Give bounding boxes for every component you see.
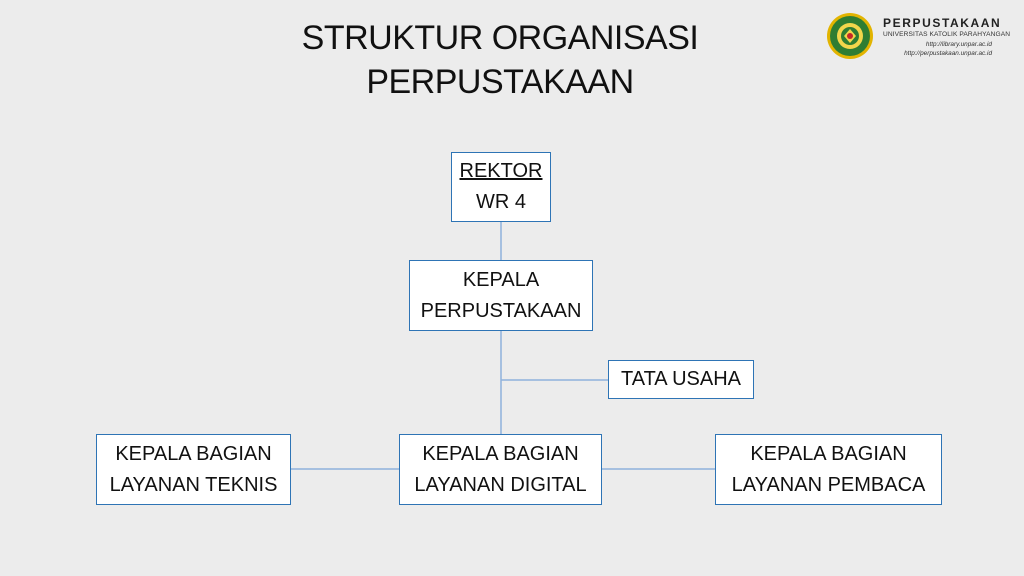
title-line-2: PERPUSTAKAAN [366, 63, 634, 101]
logo-subtitle: UNIVERSITAS KATOLIK PARAHYANGAN [883, 31, 1011, 38]
node-kepala-line1: KEPALA [462, 268, 540, 291]
university-seal-icon [827, 13, 873, 59]
library-logo: PERPUSTAKAAN UNIVERSITAS KATOLIK PARAHYA… [824, 10, 1020, 66]
page-title: STRUKTUR ORGANISASI PERPUSTAKAAN [250, 16, 750, 104]
node-digital-line1: KEPALA BAGIAN [422, 442, 579, 465]
logo-url-library: http://library.unpar.ac.id [925, 41, 992, 48]
node-layanan-digital: KEPALA BAGIAN LAYANAN DIGITAL [399, 434, 602, 505]
node-rektor-subtitle: WR 4 [476, 191, 526, 213]
logo-url-perpustakaan: http://perpustakaan.unpar.ac.id [904, 50, 992, 57]
node-kepala-line2: PERPUSTAKAAN [420, 299, 582, 322]
node-pembaca-line2: LAYANAN PEMBACA [731, 473, 926, 496]
node-layanan-teknis: KEPALA BAGIAN LAYANAN TEKNIS [96, 434, 291, 505]
logo-brand-text: PERPUSTAKAAN [883, 16, 1002, 30]
node-kepala-perpustakaan: KEPALA PERPUSTAKAAN [409, 260, 593, 331]
node-rektor-title: REKTOR [459, 160, 543, 182]
node-teknis-line1: KEPALA BAGIAN [115, 442, 272, 465]
node-tata-usaha-label: TATA USAHA [620, 368, 742, 390]
node-rektor: REKTOR WR 4 [451, 152, 551, 222]
node-layanan-pembaca: KEPALA BAGIAN LAYANAN PEMBACA [715, 434, 942, 505]
node-digital-line2: LAYANAN DIGITAL [414, 473, 587, 496]
node-tata-usaha: TATA USAHA [608, 360, 754, 399]
node-pembaca-line1: KEPALA BAGIAN [750, 442, 907, 465]
title-line-1: STRUKTUR ORGANISASI [301, 19, 699, 57]
node-teknis-line2: LAYANAN TEKNIS [109, 473, 278, 496]
